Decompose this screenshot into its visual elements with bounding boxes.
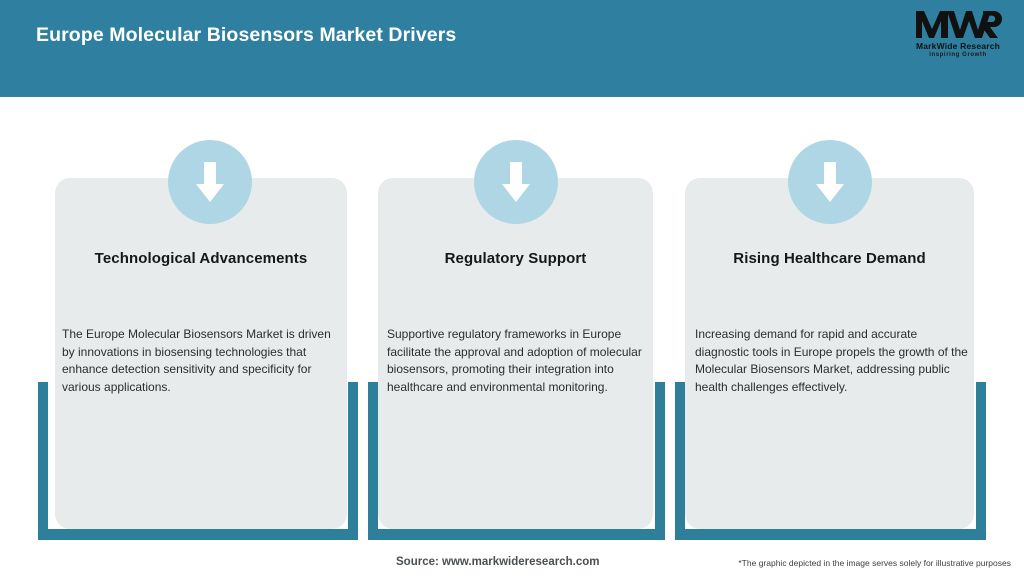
card-body-text: Increasing demand for rapid and accurate…: [695, 327, 968, 394]
markwide-research-logo: MarkWide Research Inspiring Growth: [906, 8, 1010, 64]
card-body-text: The Europe Molecular Biosensors Market i…: [62, 327, 331, 394]
card-bracket: [368, 382, 665, 540]
driver-card[interactable]: Technological Advancements The Europe Mo…: [38, 140, 358, 540]
logo-company-name: MarkWide Research: [915, 41, 1001, 51]
disclaimer-note: *The graphic depicted in the image serve…: [738, 558, 1011, 568]
down-arrow-icon: [168, 140, 252, 224]
card-bracket: [38, 382, 358, 540]
card-bracket: [675, 382, 986, 540]
card-body-text: Supportive regulatory frameworks in Euro…: [387, 327, 642, 394]
card-panel: [378, 178, 653, 529]
card-panel: [55, 178, 347, 529]
card-title: Technological Advancements: [94, 250, 308, 267]
card-title: Rising Healthcare Demand: [733, 250, 926, 267]
driver-card[interactable]: Regulatory Support Supportive regulatory…: [368, 140, 665, 540]
down-arrow-icon: [474, 140, 558, 224]
page-title: Europe Molecular Biosensors Market Drive…: [36, 24, 457, 46]
card-title: Regulatory Support: [444, 250, 587, 267]
header-bar: Europe Molecular Biosensors Market Drive…: [0, 0, 1024, 97]
logo-tagline: Inspiring Growth: [929, 52, 987, 58]
source-label: Source: www.markwideresearch.com: [396, 556, 600, 568]
mwr-logo-icon: [916, 11, 1002, 38]
card-panel: [685, 178, 974, 529]
down-arrow-icon: [788, 140, 872, 224]
driver-card[interactable]: Rising Healthcare Demand Increasing dema…: [675, 140, 986, 540]
